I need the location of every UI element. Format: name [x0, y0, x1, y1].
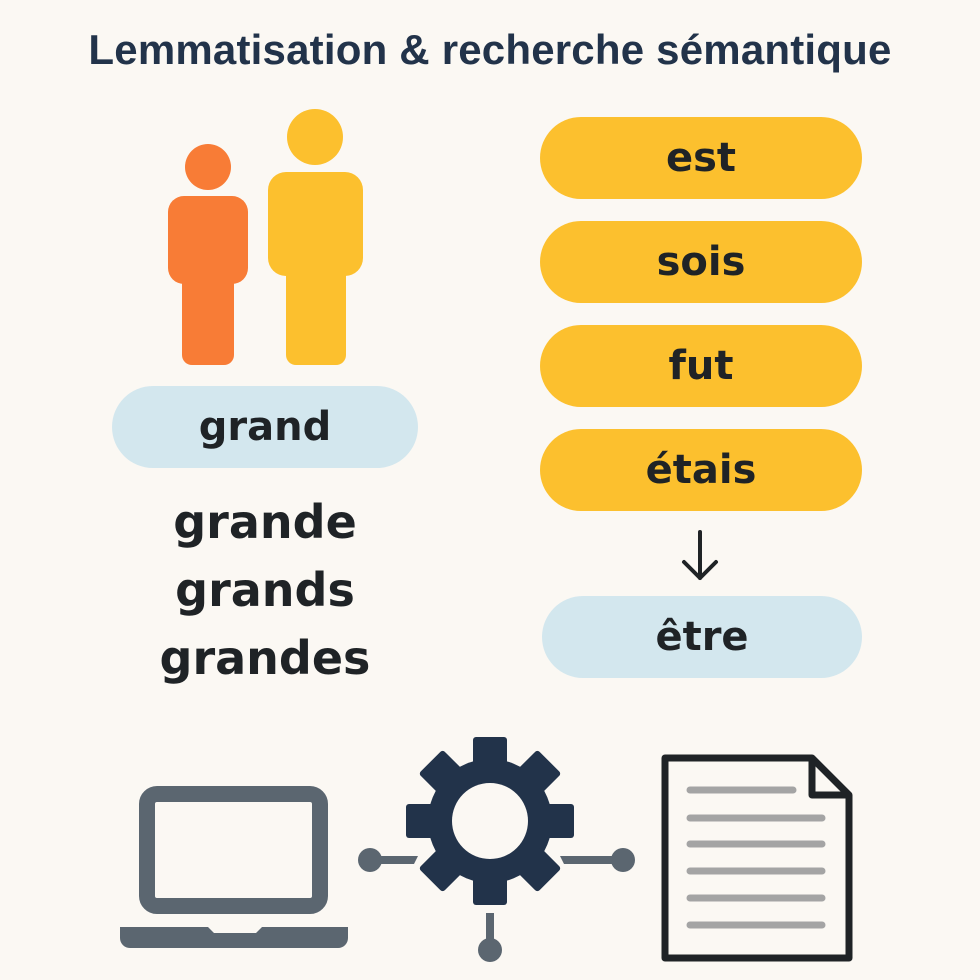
lemma-label: grand: [198, 404, 332, 450]
lemma-pill-etre: être: [542, 596, 862, 678]
verb-form-label: sois: [656, 239, 746, 285]
lemma-label: être: [655, 614, 749, 660]
people-icon: [168, 109, 363, 365]
verb-form-label: fut: [668, 343, 734, 389]
laptop-icon: [120, 786, 348, 948]
verb-form-pill: sois: [540, 221, 862, 303]
person-small-icon: [168, 144, 248, 365]
verb-form-pill: fut: [540, 325, 862, 407]
connector-lines: [358, 848, 635, 962]
lemma-pill-grand: grand: [112, 386, 418, 468]
verb-form-label: étais: [645, 447, 757, 493]
verb-form-pill: étais: [540, 429, 862, 511]
gear-icon: [406, 737, 574, 905]
arrow-down-icon: [682, 530, 718, 580]
form-item: grande: [173, 495, 357, 549]
document-icon: [661, 754, 853, 962]
verb-form-label: est: [665, 135, 737, 181]
form-item: grandes: [159, 631, 371, 685]
person-large-icon: [268, 109, 363, 365]
verb-form-pill: est: [540, 117, 862, 199]
page-title: Lemmatisation & recherche sémantique: [88, 26, 892, 73]
inflected-forms-list: grande grands grandes: [110, 488, 420, 692]
form-item: grands: [175, 563, 355, 617]
